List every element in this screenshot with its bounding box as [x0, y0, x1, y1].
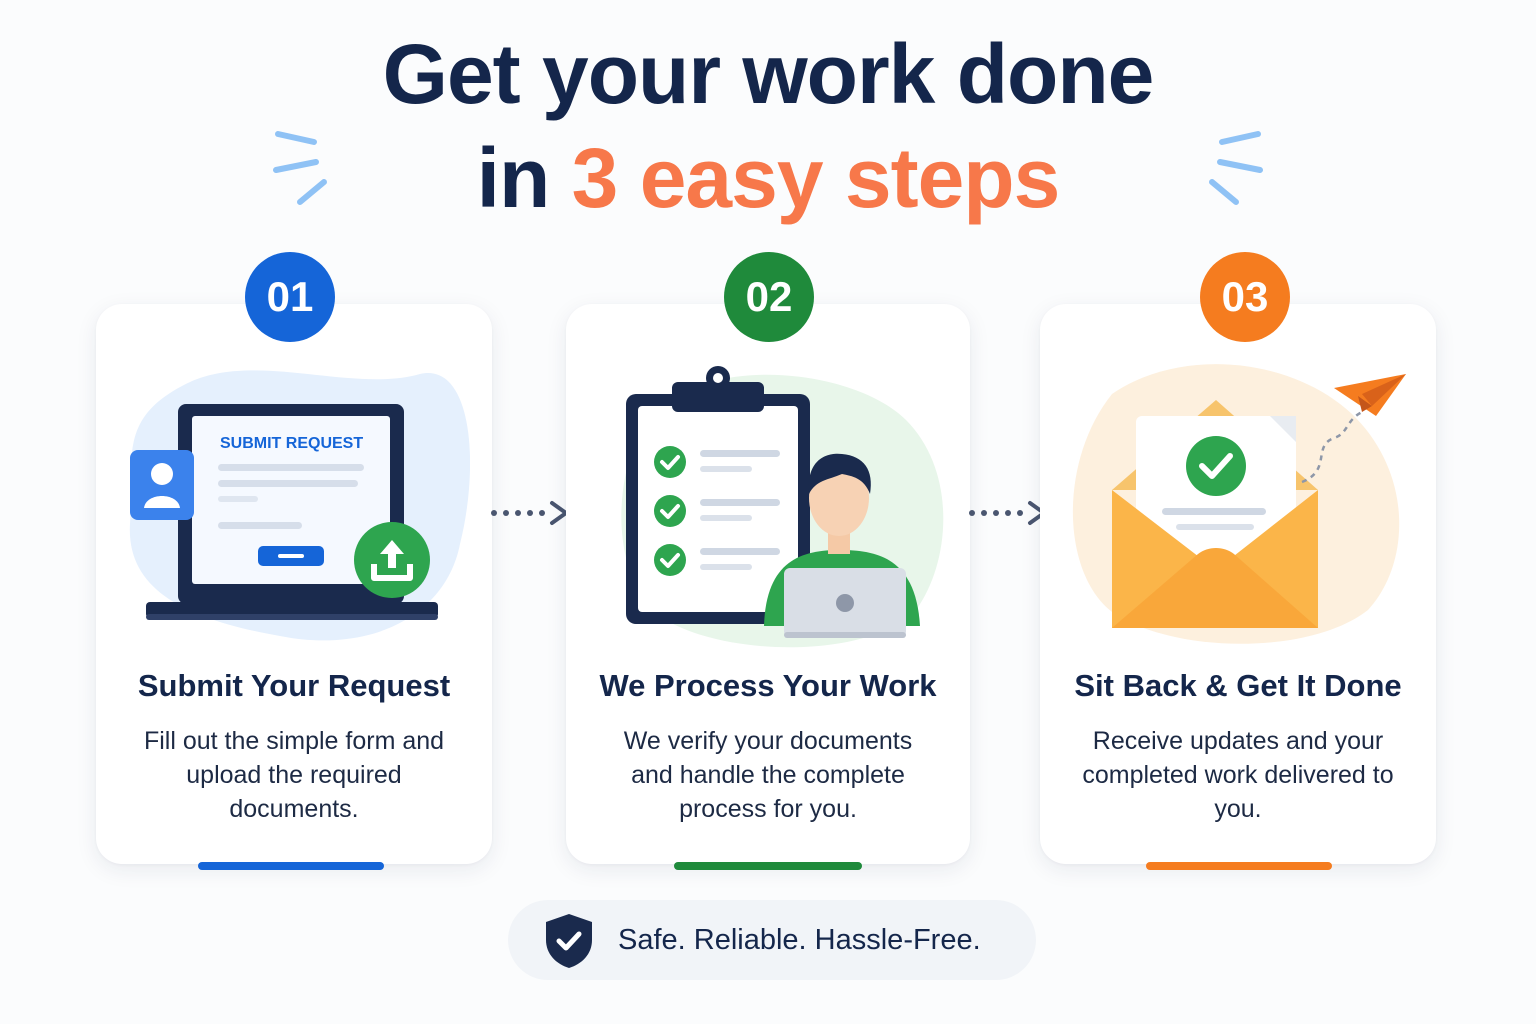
- step-1-badge: 01: [245, 252, 335, 342]
- step-2-underline: [674, 862, 862, 870]
- step-3-badge: 03: [1200, 252, 1290, 342]
- paper-plane-icon: [1334, 374, 1406, 416]
- upload-icon: [354, 522, 430, 598]
- step-3-title: Sit Back & Get It Done: [1074, 668, 1402, 703]
- title-line-2: in 3 easy steps: [0, 126, 1536, 230]
- get-it-done-illustration: [1072, 364, 1406, 644]
- arrow-right-icon-2: [969, 501, 1046, 525]
- envelope-icon: [1112, 400, 1318, 628]
- title-line-2-accent: 3 easy steps: [571, 131, 1061, 225]
- step-2-badge: 02: [724, 252, 814, 342]
- submit-request-illustration: SUBMIT REQUEST: [129, 370, 470, 641]
- step-1-title: Submit Your Request: [137, 668, 451, 703]
- arrow-right-icon: [491, 501, 568, 525]
- step-2-description: We verify your documents and handle the …: [623, 727, 913, 823]
- step-2-title: We Process Your Work: [599, 668, 937, 703]
- screen-heading: SUBMIT REQUEST: [220, 435, 363, 452]
- step-3-underline: [1146, 862, 1332, 870]
- left-sparkle-icon: [273, 131, 327, 205]
- step-card-1: SUBMIT REQUEST Submit Your Request Fill …: [96, 304, 492, 864]
- step-1-underline: [198, 862, 384, 870]
- trust-badge: Safe. Reliable. Hassle-Free.: [508, 900, 1036, 980]
- step-card-2: We Process Your Work We verify your docu…: [566, 304, 970, 864]
- user-profile-icon: [130, 450, 194, 520]
- title-line-2-prefix: in: [476, 131, 551, 225]
- step-1-description: Fill out the simple form and upload the …: [143, 727, 445, 823]
- check-circle-icon: [1186, 436, 1246, 496]
- page-title: Get your work done in 3 easy steps: [0, 22, 1536, 230]
- trust-tagline: Safe. Reliable. Hassle-Free.: [618, 924, 981, 956]
- process-work-illustration: [621, 366, 944, 648]
- right-sparkle-icon: [1209, 131, 1263, 205]
- person-at-laptop-icon: [764, 453, 920, 638]
- laptop-icon: [146, 404, 438, 620]
- clipboard-checklist-icon: [626, 366, 810, 624]
- title-line-1: Get your work done: [382, 27, 1155, 121]
- shield-check-icon: [546, 914, 592, 968]
- step-3-description: Receive updates and your completed work …: [1082, 727, 1394, 823]
- step-card-3: Sit Back & Get It Done Receive updates a…: [1040, 304, 1436, 864]
